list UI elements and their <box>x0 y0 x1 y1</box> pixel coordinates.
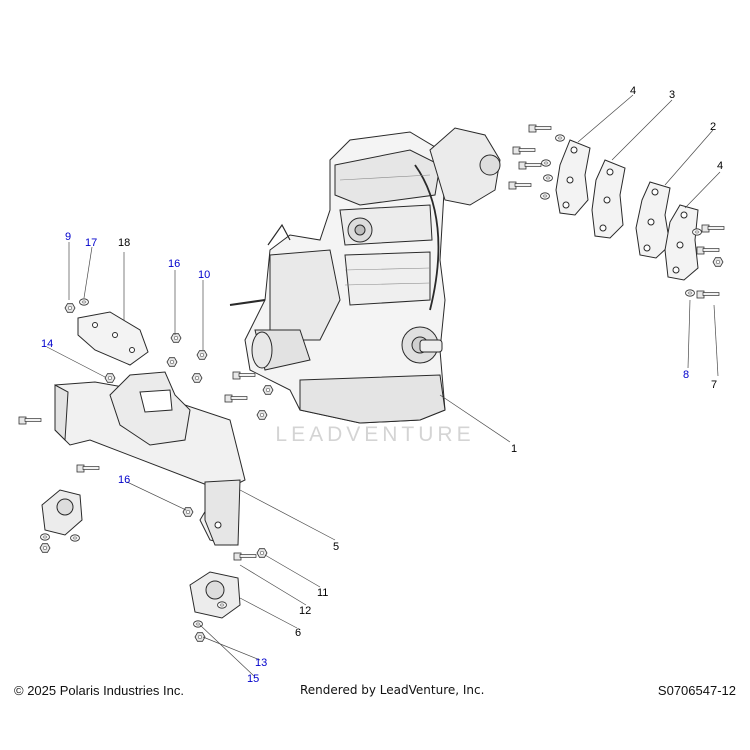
document-number: S0706547-12 <box>657 683 736 698</box>
engine-assembly <box>229 127 501 424</box>
callout-15: 15 <box>247 673 259 685</box>
callout-6: 6 <box>295 627 301 639</box>
callout-7: 7 <box>711 379 717 391</box>
callout-4a: 4 <box>630 85 636 97</box>
mount-plates <box>555 139 699 281</box>
mount-plate-4-rear <box>555 139 591 216</box>
engine-mounts <box>41 489 241 619</box>
callout-11: 11 <box>317 587 328 599</box>
callout-8: 8 <box>683 369 689 381</box>
callout-5: 5 <box>333 541 339 553</box>
callout-18: 18 <box>118 237 130 249</box>
copyright-text: © 2025 Polaris Industries Inc. <box>14 683 184 698</box>
callout-16a: 16 <box>168 258 180 270</box>
engine-crossmember <box>54 371 246 546</box>
callout-10: 10 <box>198 269 210 281</box>
watermark-text: LEADVENTURE <box>275 423 474 446</box>
callout-16b: 16 <box>118 474 130 486</box>
callout-17: 17 <box>85 237 97 249</box>
callout-2: 2 <box>710 121 716 133</box>
callout-4b: 4 <box>717 160 723 172</box>
bracket-18 <box>77 311 149 366</box>
callout-13: 13 <box>255 657 267 669</box>
rendered-by-text: Rendered by LeadVenture, Inc. <box>300 683 485 697</box>
callout-1: 1 <box>511 443 517 455</box>
callout-3: 3 <box>669 89 675 101</box>
callout-9: 9 <box>65 231 71 243</box>
callout-labels: 1 2 3 4 4 5 6 7 8 9 10 11 12 13 14 15 16… <box>41 85 723 685</box>
leader-lines <box>46 94 721 677</box>
callout-12: 12 <box>299 605 311 617</box>
callout-14: 14 <box>41 338 53 350</box>
